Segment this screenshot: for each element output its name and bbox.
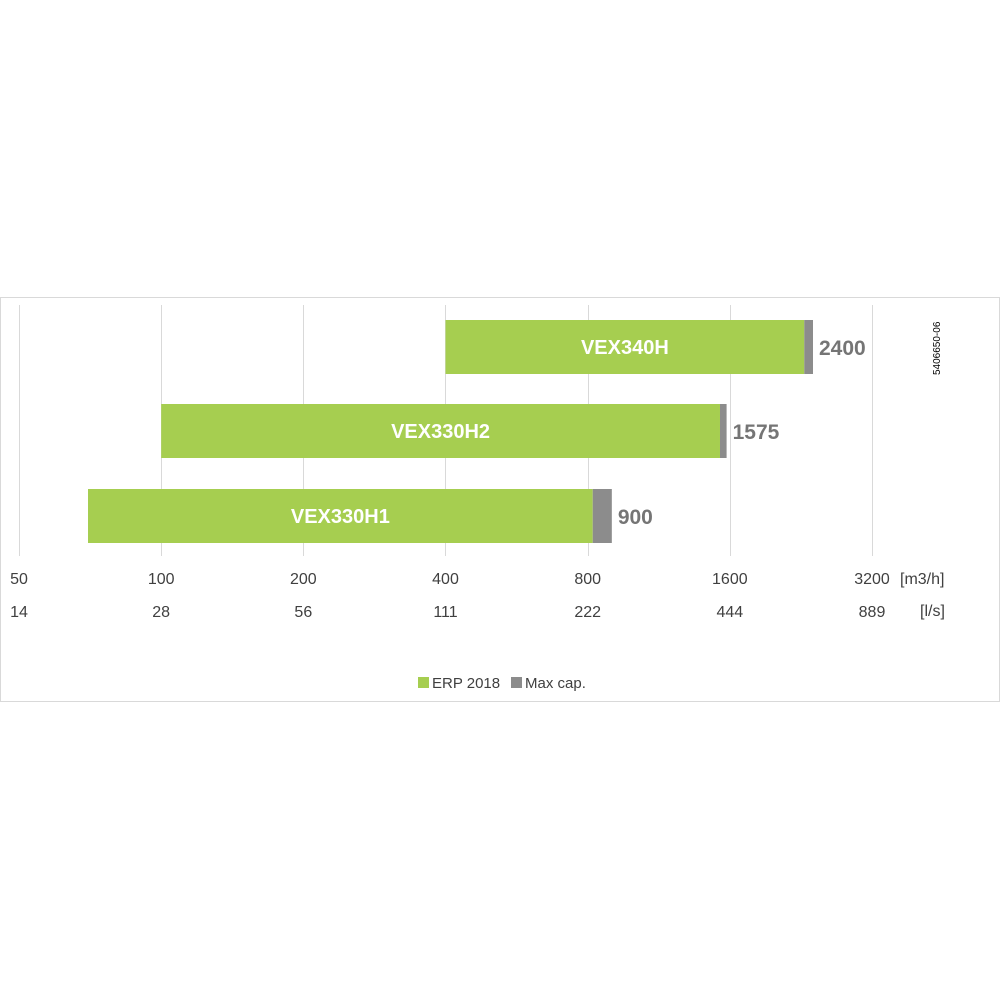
bar-erp-1 (161, 404, 720, 458)
x2-tick-label-0: 14 (10, 604, 28, 621)
x2-tick-label-4: 222 (574, 604, 601, 621)
x-tick-label-6: 3200 (854, 571, 890, 588)
max-value-label-2: 900 (618, 506, 653, 529)
x-axis-unit-primary: [m3/h] (900, 571, 944, 588)
bar-erp-2 (88, 489, 593, 543)
document-id: 5406650-06 (932, 321, 943, 375)
x-tick-label-1: 100 (148, 571, 175, 588)
legend-label-max: Max cap. (525, 675, 586, 692)
x-tick-label-5: 1600 (712, 571, 748, 588)
x2-tick-label-3: 111 (433, 604, 457, 621)
x-tick-label-3: 400 (432, 571, 459, 588)
bar-max-1 (719, 404, 727, 458)
bar-category-label-0: VEX340H (581, 337, 669, 359)
x-tick-label-4: 800 (574, 571, 601, 588)
max-value-label-0: 2400 (819, 337, 866, 360)
legend: ERP 2018 Max cap. (418, 675, 586, 692)
x-tick-label-0: 50 (10, 571, 28, 588)
legend-swatch-max (511, 677, 522, 688)
bar-max-2 (592, 489, 612, 543)
x2-tick-label-1: 28 (152, 604, 170, 621)
bars (88, 320, 813, 543)
x2-tick-label-6: 889 (859, 604, 886, 621)
x2-tick-label-5: 444 (716, 604, 743, 621)
legend-swatch-erp (418, 677, 429, 688)
legend-label-erp: ERP 2018 (432, 675, 500, 692)
x-axes: 50 14 100 28 200 56 400 111 800 222 1600 444 3200 889 (10, 571, 890, 621)
bar-erp-0 (445, 320, 805, 374)
max-value-label-1: 1575 (733, 421, 780, 444)
x2-tick-label-2: 56 (294, 604, 312, 621)
bar-category-label-1: VEX330H2 (391, 421, 490, 443)
bar-category-label-2: VEX330H1 (291, 506, 390, 528)
bar-max-0 (804, 320, 813, 374)
x-axis-unit-secondary: [l/s] (920, 603, 945, 620)
x-tick-label-2: 200 (290, 571, 317, 588)
